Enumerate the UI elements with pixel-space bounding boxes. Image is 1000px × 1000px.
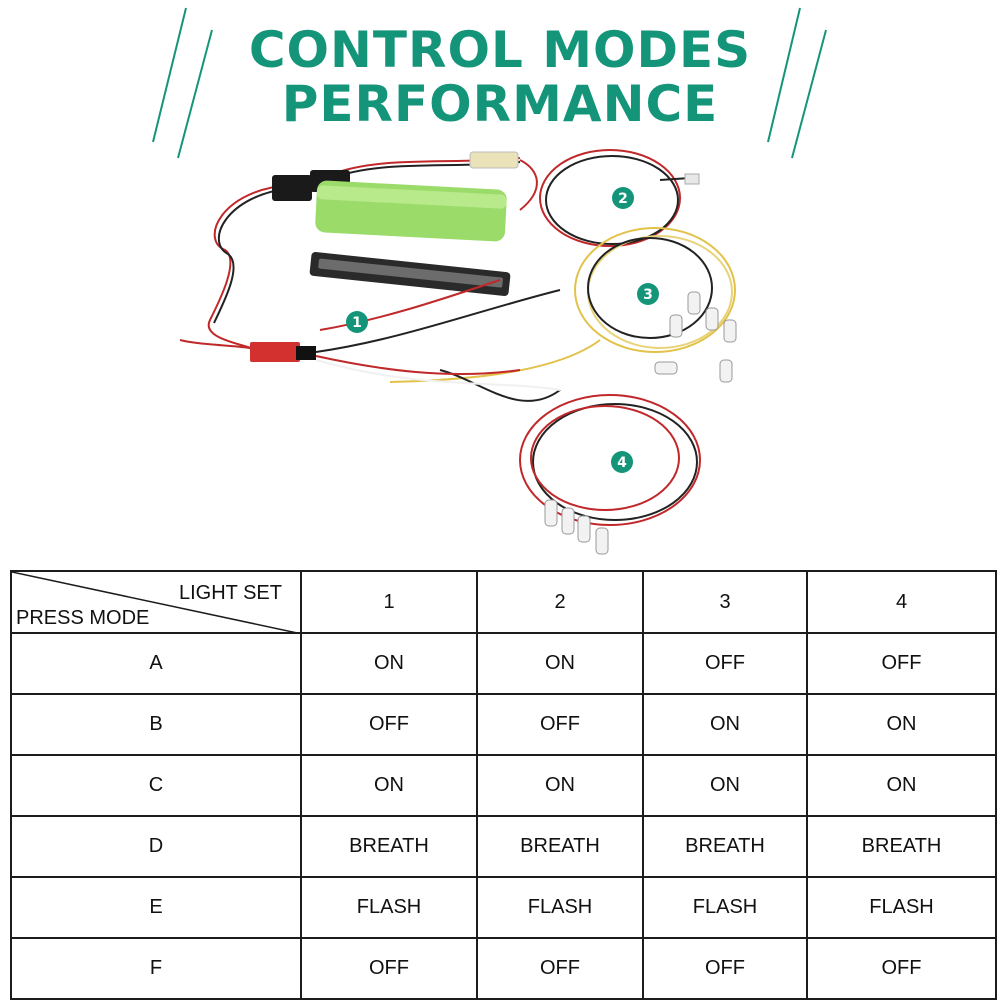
badge-3: 3 (637, 283, 659, 305)
mode-label: F (10, 937, 302, 1000)
table-cell: ON (476, 632, 644, 695)
light-set-4-leds (544, 499, 609, 555)
mode-label: E (10, 876, 302, 939)
table-row: E FLASH FLASH FLASH FLASH (10, 876, 997, 939)
table-cell: OFF (476, 693, 644, 756)
table-cell: OFF (642, 632, 808, 695)
mode-label: D (10, 815, 302, 878)
mode-label: A (10, 632, 302, 695)
battery-connector-1 (272, 175, 312, 201)
table-header-row: LIGHT SET PRESS MODE 1 2 3 4 (10, 570, 997, 634)
column-header: 4 (806, 570, 997, 634)
table-row: F OFF OFF OFF OFF (10, 937, 997, 1000)
light-set-3-leds (654, 291, 737, 383)
table-cell: FLASH (806, 876, 997, 939)
table-cell: ON (806, 754, 997, 817)
table-row: B OFF OFF ON ON (10, 693, 997, 756)
led-light-bar (309, 252, 511, 296)
table-cell: OFF (476, 937, 644, 1000)
column-header: 1 (300, 570, 478, 634)
light-set-4-wires (439, 369, 701, 526)
battery-harness (179, 157, 538, 351)
title-line-1: CONTROL MODES (248, 21, 752, 79)
table-cell: FLASH (476, 876, 644, 939)
badge-1-label: 1 (352, 315, 362, 331)
table-row: D BREATH BREATH BREATH BREATH (10, 815, 997, 878)
title-line-2: PERFORMANCE (281, 75, 719, 133)
mode-label: B (10, 693, 302, 756)
badge-4: 4 (611, 451, 633, 473)
table-cell: OFF (300, 937, 478, 1000)
product-photo: 1 2 3 4 (179, 149, 737, 555)
table-cell: BREATH (642, 815, 808, 878)
corner-label-light-set: LIGHT SET (179, 582, 282, 604)
column-header: 3 (642, 570, 808, 634)
table-cell: BREATH (476, 815, 644, 878)
badge-1: 1 (346, 311, 368, 333)
corner-cell: LIGHT SET PRESS MODE (10, 570, 302, 634)
table-cell: FLASH (300, 876, 478, 939)
table-cell: OFF (806, 937, 997, 1000)
control-mode-table: LIGHT SET PRESS MODE 1 2 3 4 A ON ON OFF… (10, 570, 997, 1000)
decorative-slashes (152, 7, 827, 159)
table-cell: ON (806, 693, 997, 756)
table-row: C ON ON ON ON (10, 754, 997, 817)
light-set-3-wires (389, 227, 736, 383)
badge-2: 2 (612, 187, 634, 209)
table-cell: ON (300, 632, 478, 695)
diagonal-line (12, 572, 302, 634)
table-cell: OFF (806, 632, 997, 695)
table-row: A ON ON OFF OFF (10, 632, 997, 695)
table-cell: ON (642, 693, 808, 756)
mode-label: C (10, 754, 302, 817)
switch-plug (469, 151, 519, 169)
table-cell: BREATH (806, 815, 997, 878)
table-cell: OFF (300, 693, 478, 756)
table-cell: BREATH (300, 815, 478, 878)
badge-2-label: 2 (618, 191, 628, 207)
table-cell: ON (642, 754, 808, 817)
badge-3-label: 3 (643, 287, 653, 303)
column-header: 2 (476, 570, 644, 634)
corner-label-press-mode: PRESS MODE (16, 607, 150, 629)
table-cell: OFF (642, 937, 808, 1000)
badge-4-label: 4 (617, 455, 627, 471)
controller-box (250, 342, 300, 362)
table-cell: ON (476, 754, 644, 817)
battery-pack (315, 180, 507, 242)
table-cell: ON (300, 754, 478, 817)
table-cell: FLASH (642, 876, 808, 939)
light-set-2-wires (539, 149, 691, 247)
